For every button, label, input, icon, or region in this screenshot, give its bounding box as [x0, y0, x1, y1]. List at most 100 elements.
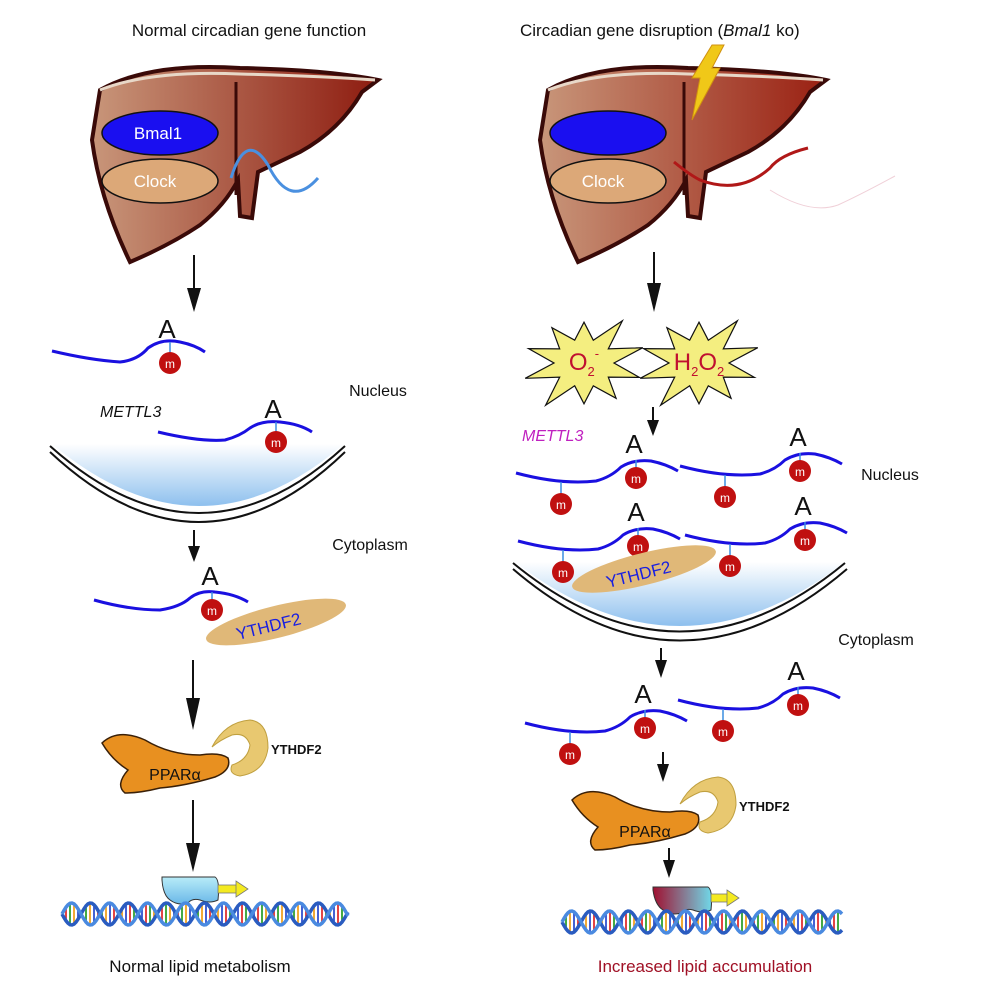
svg-text:m: m	[271, 436, 281, 450]
mrna-methylated: m A	[51, 314, 206, 374]
svg-text:m: m	[565, 748, 575, 762]
nucleus-label: Nucleus	[349, 383, 407, 400]
svg-text:m: m	[631, 472, 641, 486]
m6a-mark	[712, 720, 734, 742]
m6a-mark	[789, 460, 811, 482]
m6a-mark	[794, 529, 816, 551]
m6a-mark	[159, 352, 181, 374]
ythdf2-reader	[206, 598, 346, 646]
ythdf2-crescent	[211, 719, 269, 777]
ppar-alpha-label: PPARα	[619, 824, 671, 841]
svg-text:A: A	[264, 394, 282, 424]
arrow-down	[647, 252, 661, 312]
m6a-mark	[265, 431, 287, 453]
mrna-methylated: mmA	[517, 497, 681, 583]
arrow-down	[186, 800, 200, 872]
mrna-methylated: mmA	[677, 656, 841, 742]
svg-text:H2O2: H2O2	[674, 349, 724, 379]
circadian-wave-disrupted	[673, 146, 809, 187]
m6a-mark	[787, 694, 809, 716]
arrow-down	[647, 407, 659, 436]
bmal1-ellipse	[101, 110, 219, 156]
dna-helix	[560, 909, 844, 935]
m6a-mark	[552, 561, 574, 583]
nucleus-label: Nucleus	[861, 467, 919, 484]
mettl3-label: METTL3	[100, 404, 161, 421]
mettl3-label-upregulated: METTL3	[522, 428, 583, 445]
adenosine-label: A	[625, 429, 643, 459]
adenosine-label: A	[627, 497, 645, 527]
svg-text:O2-: O2-	[569, 346, 599, 379]
mrna-cytoplasm: A YTHDF2 m	[93, 561, 346, 646]
transcription-arrow	[726, 889, 740, 907]
bmal1-label: Bmal1	[134, 124, 182, 143]
adenosine-label: A	[158, 314, 176, 344]
transcription-normal	[161, 876, 249, 905]
transcription-increased	[652, 886, 740, 915]
polymerase	[161, 876, 220, 905]
svg-text:m: m	[793, 699, 803, 713]
svg-text:m: m	[800, 534, 810, 548]
clock-label: Clock	[134, 172, 177, 191]
right-outcome: Increased lipid accumulation	[598, 957, 813, 976]
svg-text:m: m	[556, 498, 566, 512]
ythdf2-partner-label: YTHDF2	[271, 742, 322, 757]
ythdf2-partner-label: YTHDF2	[739, 799, 790, 814]
ppar-alpha-complex: PPARα YTHDF2	[571, 776, 790, 851]
svg-text:m: m	[558, 566, 568, 580]
adenosine-label: A	[789, 422, 807, 452]
liver-disrupted: Clock	[537, 44, 896, 265]
m6a-mark	[201, 599, 223, 621]
arrow-down	[657, 752, 669, 782]
clock-label: Clock	[582, 172, 625, 191]
mrna-methylated: mmA	[679, 422, 843, 508]
adenosine-label: A	[634, 679, 652, 709]
m6a-mark	[550, 493, 572, 515]
mrna-methylated: mmA	[524, 679, 688, 765]
m6a-mark	[627, 535, 649, 557]
left-outcome: Normal lipid metabolism	[109, 957, 290, 976]
svg-text:m: m	[718, 725, 728, 739]
svg-text:m: m	[165, 357, 175, 371]
right-title: Circadian gene disruption (Bmal1 ko)	[520, 21, 800, 40]
ros-superoxide: O2-	[524, 318, 644, 408]
svg-text:m: m	[207, 604, 217, 618]
svg-text:m: m	[633, 540, 643, 554]
ros-hydrogen-peroxide: H2O2	[639, 318, 759, 408]
cytoplasm-label: Cytoplasm	[332, 537, 408, 554]
svg-text:m: m	[795, 465, 805, 479]
lightning-bolt-icon	[691, 44, 725, 121]
ppar-alpha-protein	[571, 791, 700, 851]
circadian-wave-normal	[229, 148, 320, 193]
svg-text:m: m	[725, 560, 735, 574]
mrna-methylated: mmA	[515, 429, 679, 515]
arrow-down	[663, 848, 675, 878]
bmal1-ellipse-knocked-out	[549, 110, 667, 156]
m6a-mark	[634, 717, 656, 739]
clock-ellipse	[101, 158, 219, 204]
m6a-mark	[625, 467, 647, 489]
transcription-arrow	[235, 880, 249, 898]
m6a-mark	[559, 743, 581, 765]
ppar-alpha-label: PPARα	[149, 767, 201, 784]
arrow-down	[187, 255, 201, 312]
ppar-alpha-protein	[101, 734, 230, 794]
ythdf2-crescent	[679, 776, 737, 834]
cytoplasm-label: Cytoplasm	[838, 632, 914, 649]
arrow-down	[186, 660, 200, 730]
arrow-down	[655, 648, 667, 678]
ppar-alpha-complex: PPARα YTHDF2	[101, 719, 322, 794]
clock-ellipse	[549, 158, 667, 204]
left-title: Normal circadian gene function	[132, 21, 366, 40]
nuclear-membrane	[49, 444, 346, 523]
adenosine-label: A	[794, 491, 812, 521]
svg-text:m: m	[640, 722, 650, 736]
adenosine-label: A	[787, 656, 805, 686]
m6a-mark	[719, 555, 741, 577]
m6a-mark	[714, 486, 736, 508]
mrna-methylated: m A	[157, 394, 313, 453]
svg-text:A: A	[201, 561, 219, 591]
